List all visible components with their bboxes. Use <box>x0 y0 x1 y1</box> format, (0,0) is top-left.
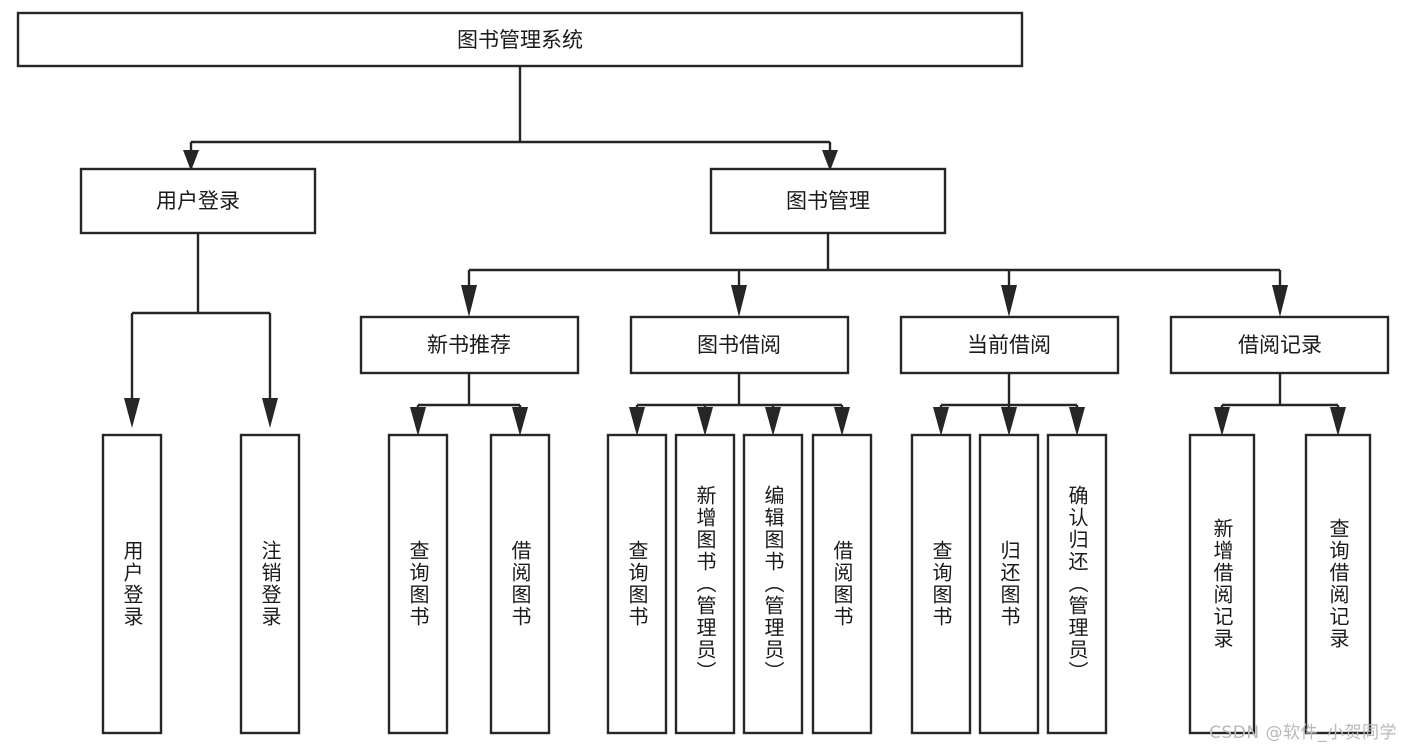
node-book-borrow-label: 图书借阅 <box>697 333 781 357</box>
node-leaf-query-book-3-box[interactable] <box>910 433 972 735</box>
arrowhead-current-borrow <box>1001 285 1017 317</box>
node-leaf-user-login-box[interactable] <box>101 433 163 735</box>
arrowhead-borrow-record <box>1272 285 1288 317</box>
arrowhead-new-book-rec <box>461 285 477 317</box>
arrowhead-leaf-user-login <box>124 398 140 428</box>
node-user-login-box[interactable] <box>79 167 317 235</box>
node-book-borrow[interactable]: 图书借阅 <box>629 315 850 375</box>
node-book-manage[interactable]: 图书管理 <box>709 167 947 235</box>
node-leaf-query-record-box[interactable] <box>1304 433 1372 735</box>
connector-layer <box>124 66 1346 436</box>
node-book-borrow-box[interactable] <box>629 315 850 375</box>
node-leaf-confirm-return-box[interactable] <box>1046 433 1108 735</box>
arrowhead-leaf-query-book-2 <box>629 407 645 436</box>
node-book-manage-box[interactable] <box>709 167 947 235</box>
node-root[interactable]: 图书管理系统 <box>16 11 1024 68</box>
node-borrow-record-label: 借阅记录 <box>1238 333 1322 357</box>
arrowhead-book-manage <box>822 150 838 171</box>
node-leaf-add-book-box[interactable] <box>674 433 736 735</box>
arrowhead-leaf-borrow-book-1 <box>512 407 528 436</box>
node-user-login-label: 用户登录 <box>156 189 240 213</box>
arrowhead-leaf-query-book-3 <box>933 407 949 436</box>
node-current-borrow-label: 当前借阅 <box>967 333 1051 357</box>
arrowhead-leaf-query-record <box>1330 407 1346 436</box>
node-user-login[interactable]: 用户登录 <box>79 167 317 235</box>
node-leaf-query-book-1-box[interactable] <box>387 433 449 735</box>
node-new-book-rec-label: 新书推荐 <box>427 333 511 357</box>
node-borrow-record-box[interactable] <box>1169 315 1390 375</box>
arrowhead-leaf-query-book-1 <box>410 407 426 436</box>
node-root-label: 图书管理系统 <box>457 28 583 52</box>
node-leaf-borrow-book-2-box[interactable] <box>811 433 873 735</box>
arrowhead-leaf-borrow-book-2 <box>834 407 850 436</box>
node-leaf-return-book-box[interactable] <box>978 433 1040 735</box>
node-new-book-rec[interactable]: 新书推荐 <box>359 315 580 375</box>
arrowhead-leaf-confirm-return <box>1069 407 1085 436</box>
node-current-borrow[interactable]: 当前借阅 <box>899 315 1120 375</box>
node-leaf-logout-login-box[interactable] <box>239 433 301 735</box>
csdn-watermark: CSDN @软件_小贺同学 <box>1209 723 1397 743</box>
arrowhead-leaf-add-book <box>697 407 713 436</box>
node-new-book-rec-box[interactable] <box>359 315 580 375</box>
node-borrow-record[interactable]: 借阅记录 <box>1169 315 1390 375</box>
node-root-box[interactable] <box>16 11 1024 68</box>
node-leaf-add-record-box[interactable] <box>1188 433 1256 735</box>
arrowhead-book-borrow <box>731 285 747 317</box>
node-leaf-query-book-2-box[interactable] <box>606 433 668 735</box>
arrowhead-leaf-add-record <box>1214 407 1230 436</box>
node-book-manage-label: 图书管理 <box>786 189 870 213</box>
arrowhead-leaf-logout-login <box>262 398 278 428</box>
arrowhead-leaf-edit-book <box>765 407 781 436</box>
node-current-borrow-box[interactable] <box>899 315 1120 375</box>
arrowhead-user-login <box>183 150 199 171</box>
node-leaf-borrow-book-1-box[interactable] <box>489 433 551 735</box>
node-leaf-edit-book-box[interactable] <box>742 433 804 735</box>
arrowhead-leaf-return-book <box>1001 407 1017 436</box>
